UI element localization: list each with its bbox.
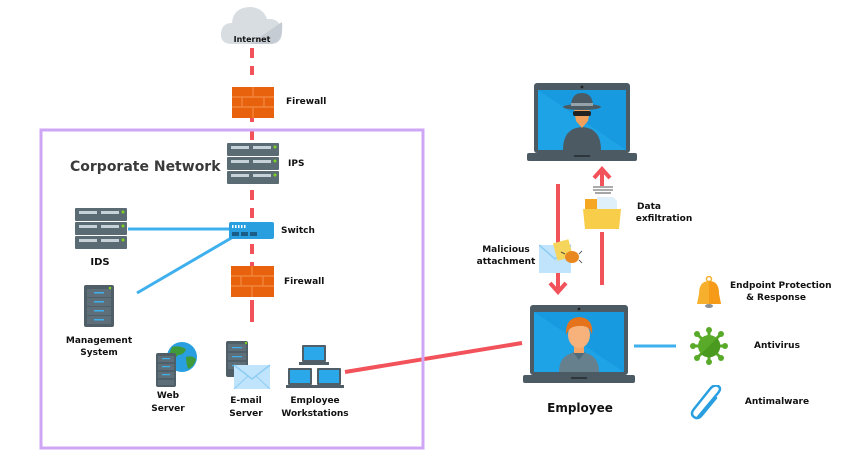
workstations-icon bbox=[286, 345, 344, 388]
web-server-node bbox=[154, 341, 200, 387]
switch-label: Switch bbox=[281, 226, 315, 236]
paperclip-icon bbox=[690, 385, 722, 420]
data-folder-icon bbox=[583, 186, 621, 229]
management-system-label-2: System bbox=[80, 348, 118, 358]
cloud-icon bbox=[220, 7, 283, 44]
perimeter-firewall-label: Firewall bbox=[286, 97, 327, 107]
workstations-label-2: Workstations bbox=[281, 409, 349, 419]
bell-icon bbox=[697, 276, 721, 308]
ips-label: IPS bbox=[288, 159, 305, 169]
email-server-label-2: Server bbox=[229, 409, 263, 419]
web-server-label-2: Server bbox=[151, 404, 185, 414]
web-server-globe-icon bbox=[156, 342, 197, 387]
malicious-label-1: Malicious bbox=[482, 245, 530, 255]
workstations-employee-link bbox=[344, 341, 523, 374]
management-system-label-1: Management bbox=[65, 336, 133, 346]
exfiltration-label-2: exfiltration bbox=[635, 214, 693, 224]
workstation-laptop-left bbox=[286, 368, 315, 388]
ids-server-rack-icon bbox=[75, 208, 127, 249]
malicious-attachment-icon bbox=[539, 239, 583, 273]
workstation-laptop-top bbox=[299, 345, 329, 365]
corporate-network-title: Corporate Network bbox=[70, 159, 221, 175]
employee-figure bbox=[559, 317, 599, 372]
management-server-icon bbox=[84, 285, 114, 327]
internet-label: Internet bbox=[233, 35, 271, 44]
mgmt-switch-link bbox=[136, 235, 234, 295]
employee-laptop-icon bbox=[523, 305, 635, 383]
ids-label: IDS bbox=[90, 257, 110, 268]
antimalware-label: Antimalware bbox=[744, 397, 810, 407]
hacker-figure bbox=[563, 93, 601, 150]
email-server-node bbox=[226, 341, 272, 390]
exfiltration-label-1: Data bbox=[637, 202, 661, 212]
virus-icon bbox=[690, 327, 728, 365]
workstation-laptop-right bbox=[315, 368, 344, 388]
edr-label-2: & Response bbox=[746, 293, 806, 303]
switch-icon bbox=[229, 222, 274, 239]
email-server-label-1: E-mail bbox=[230, 396, 262, 406]
workstations-label-1: Employee bbox=[290, 396, 340, 406]
corporate-network-boundary bbox=[39, 128, 425, 450]
attacker-laptop-icon bbox=[527, 83, 637, 161]
edr-label-1: Endpoint Protection bbox=[730, 281, 832, 291]
employee-label: Employee bbox=[547, 401, 613, 415]
exfil-arrow-head bbox=[592, 165, 612, 180]
email-server-icon bbox=[226, 341, 271, 390]
inner-firewall-icon bbox=[231, 266, 274, 297]
internet-node bbox=[218, 2, 286, 48]
bug-icon bbox=[565, 251, 579, 263]
web-server-label-1: Web bbox=[156, 391, 180, 401]
ips-server-rack-icon bbox=[227, 143, 279, 184]
malicious-arrow-head bbox=[548, 281, 568, 296]
malicious-label-2: attachment bbox=[476, 257, 536, 267]
inner-firewall-label: Firewall bbox=[284, 277, 325, 287]
antivirus-label: Antivirus bbox=[754, 341, 800, 351]
firewall-icon bbox=[232, 87, 274, 118]
